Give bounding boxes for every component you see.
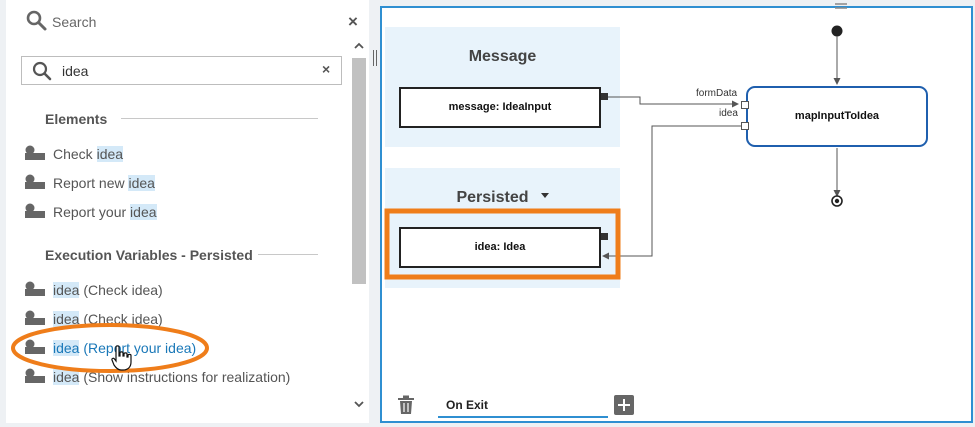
persisted-variable-box[interactable]: idea: Idea (399, 227, 601, 268)
search-icon (32, 61, 52, 81)
list-item-variable[interactable]: idea (Check idea) (24, 280, 339, 300)
variable-icon (25, 174, 45, 189)
clear-search-icon[interactable]: × (322, 61, 331, 77)
drag-grip-icon[interactable] (834, 2, 848, 12)
persisted-pool-title: Persisted (385, 189, 620, 207)
output-port[interactable] (601, 93, 608, 100)
list-item-element[interactable]: Report new idea (24, 173, 339, 193)
section-title-execution-variables: Execution Variables - Persisted (45, 247, 253, 263)
section-divider (121, 118, 318, 119)
list-item-variable[interactable]: idea (Check idea) (24, 309, 339, 329)
search-field[interactable]: × (21, 56, 342, 85)
search-input[interactable] (62, 61, 302, 81)
list-item-label: Check idea (53, 146, 124, 162)
input-port[interactable] (741, 122, 749, 130)
variable-icon (25, 145, 45, 160)
variable-icon (25, 339, 45, 354)
list-item-label: idea (Report your idea) (53, 340, 197, 356)
list-item-label: idea (Check idea) (53, 311, 163, 327)
close-icon[interactable]: × (348, 12, 358, 31)
search-panel-title: Search (52, 14, 97, 30)
variable-icon (25, 203, 45, 218)
list-item-variable[interactable]: idea (Show instructions for realization) (24, 367, 339, 387)
variable-icon (25, 368, 45, 383)
list-item-element[interactable]: Report your idea (24, 202, 339, 222)
list-item-label: idea (Check idea) (53, 282, 163, 298)
input-port[interactable] (741, 101, 749, 109)
list-item-label: idea (Show instructions for realization) (53, 369, 291, 385)
splitter-handle-icon[interactable] (373, 50, 377, 66)
variable-icon (25, 310, 45, 325)
task-node[interactable]: mapInputToIdea (746, 86, 928, 147)
chevron-down-icon[interactable] (540, 193, 549, 199)
output-port[interactable] (601, 233, 608, 240)
message-pool-title: Message (468, 48, 537, 65)
scroll-up-icon[interactable] (353, 40, 365, 52)
section-divider (258, 254, 318, 255)
mapping-toolbar: On Exit (382, 390, 971, 421)
search-panel: Search × × Elements Check idea Report ne… (6, 0, 369, 423)
list-item-label: Report your idea (53, 204, 157, 220)
tab-on-exit[interactable]: On Exit (438, 396, 608, 418)
list-item-variable-hovered[interactable]: idea (Report your idea) (24, 338, 339, 358)
panel-splitter[interactable] (369, 0, 380, 423)
search-icon (26, 10, 47, 31)
scroll-down-icon[interactable] (353, 398, 365, 410)
add-mapping-button[interactable] (614, 395, 634, 415)
section-title-elements: Elements (45, 111, 108, 127)
trash-icon[interactable] (397, 395, 415, 415)
scrollbar[interactable] (350, 40, 368, 414)
search-panel-header: Search × (6, 0, 369, 40)
connection-label-formdata: formData (696, 88, 738, 99)
message-variable-box[interactable]: message: IdeaInput (399, 87, 601, 128)
list-item-element[interactable]: Check idea (24, 144, 339, 164)
variable-icon (25, 281, 45, 296)
scrollbar-thumb[interactable] (352, 58, 366, 284)
diagram-canvas[interactable]: Message message: IdeaInput Persisted ide… (380, 3, 973, 423)
list-item-label: Report new idea (53, 175, 155, 191)
connection-label-idea: idea (719, 108, 738, 119)
